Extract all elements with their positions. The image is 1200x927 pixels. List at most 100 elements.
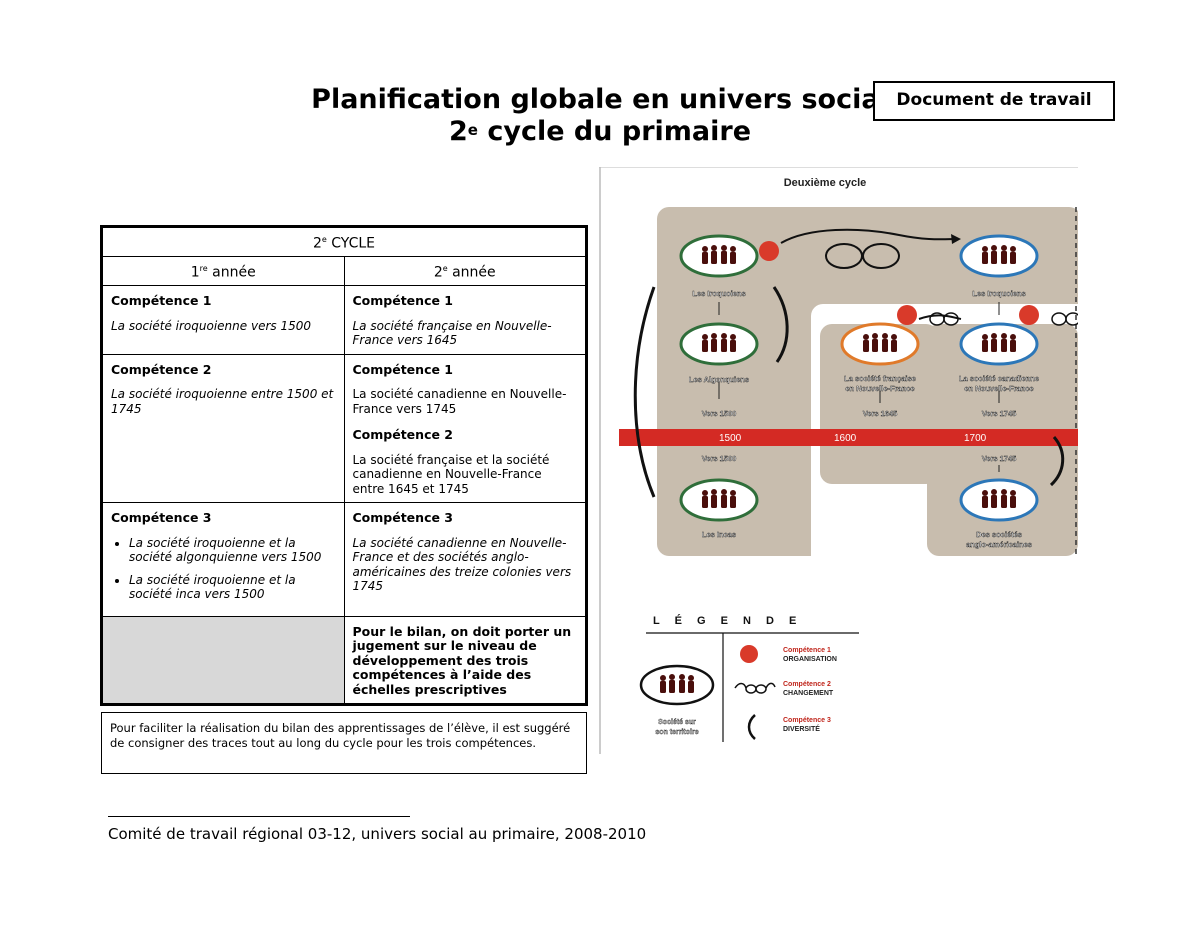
note-box: Pour faciliter la réalisation du bilan d… (101, 712, 587, 774)
title-line-1: Planification globale en univers social (311, 84, 889, 115)
table-row: Compétence 2 La société iroquoienne entr… (101, 353, 587, 504)
bullet-list: La société iroquoienne et la société alg… (111, 536, 336, 602)
year-1-header: 1re année (101, 256, 345, 287)
change-loop (1065, 312, 1078, 326)
label-vers-1745-a: Vers 1745 (982, 409, 1017, 418)
label-canadienne-1: La société canadienne (959, 374, 1039, 383)
label-anglo-2: anglo-américaines (966, 540, 1032, 549)
label-iroquoiens-2: Les Iroquoiens (972, 289, 1025, 298)
diversity-arrow (772, 286, 789, 363)
label-canadienne-2: en Nouvelle-France (964, 384, 1033, 393)
competence-label: Compétence 3 (111, 510, 212, 526)
year-1-sup: re (199, 264, 208, 274)
cycle-header: 2e CYCLE (101, 225, 587, 258)
label-iroquoiens-1: Les Iroquoiens (692, 289, 745, 298)
diversity-arrow (1049, 436, 1065, 487)
connectors (718, 302, 1000, 472)
legend-society-icon (639, 664, 715, 706)
title-line-2-num: 2 (448, 116, 468, 147)
title-line-2: 2e cycle du primaire (0, 116, 1200, 148)
society-incas (679, 478, 759, 522)
table-row: Pour le bilan, on doit porter un jugemen… (101, 615, 587, 706)
table-row: Compétence 3 La société iroquoienne et l… (101, 502, 587, 617)
competence-label: Compétence 1 (352, 361, 454, 377)
title-line-2-sup: e (467, 121, 478, 139)
timeline-1600: 1600 (834, 433, 857, 444)
legend-c3-a: Compétence 3 (783, 717, 831, 724)
figure-title: Deuxième cycle (784, 177, 867, 189)
label-algonquiens: Les Algonquiens (689, 375, 749, 384)
change-arrow (918, 314, 962, 320)
cycle-num: 2 (312, 235, 322, 252)
cell-r3-year1: Compétence 3 La société iroquoienne et l… (101, 502, 345, 617)
change-arrow-head (951, 234, 961, 244)
year-2-text: année (447, 264, 496, 281)
timeline-1500: 1500 (719, 433, 742, 444)
bilan-cell: Pour le bilan, on doit porter un jugemen… (343, 615, 587, 706)
legend-c2-b: CHANGEMENT (783, 690, 834, 697)
organisation-marker (759, 241, 1039, 325)
competence-text: La société iroquoienne entre 1500 et 174… (111, 387, 334, 416)
legend-society-label-1: Société sur (658, 719, 696, 726)
legend-change-icon (734, 682, 776, 694)
diversity-arrow (633, 286, 656, 498)
work-document-badge: Document de travail (873, 81, 1115, 121)
competence-text: La société iroquoienne vers 1500 (111, 318, 311, 333)
society-iroquoiens-1 (679, 234, 759, 278)
label-vers-1745-b: Vers 1745 (982, 454, 1017, 463)
competence-text: La société française en Nouvelle-France … (352, 318, 552, 348)
label-francaise-2: en Nouvelle-France (845, 384, 914, 393)
society-canadienne (959, 322, 1039, 366)
legend-title: L É G E N D E (653, 614, 802, 627)
year-2-header: 2e année (343, 256, 587, 287)
society-anglo-americaines (959, 478, 1039, 522)
list-item: La société iroquoienne et la société alg… (129, 536, 336, 565)
society-iroquoiens-2 (959, 234, 1039, 278)
competence-label: Compétence 1 (111, 293, 212, 309)
competence-label: Compétence 2 (352, 427, 454, 443)
panel-left (657, 207, 1078, 556)
label-vers-1500-a: Vers 1500 (702, 409, 737, 418)
legend-organisation-icon (740, 645, 758, 663)
timeline-1700: 1700 (964, 433, 987, 444)
competence-text: La société française et la société canad… (352, 452, 550, 496)
legend-c2-a: Compétence 2 (783, 681, 831, 688)
page-title: Planification globale en univers social … (0, 84, 1200, 148)
legend-c1-b: ORGANISATION (783, 656, 837, 663)
year-2-sup: e (442, 264, 448, 274)
year-1-num: 1 (190, 264, 200, 281)
label-anglo-1: Des sociétés (976, 530, 1022, 539)
cell-r1-year1: Compétence 1 La société iroquoienne vers… (101, 285, 345, 355)
change-loop (943, 312, 959, 326)
grey-cell (101, 615, 345, 706)
cell-r3-year2: Compétence 3 La société canadienne en No… (343, 502, 587, 617)
label-vers-1645: Vers 1645 (863, 409, 898, 418)
society-francaise (840, 322, 920, 366)
list-item: La société iroquoienne et la société inc… (129, 573, 336, 602)
cell-r2-year2: Compétence 1 La société canadienne en No… (343, 353, 587, 504)
label-vers-1500-b: Vers 1500 (702, 454, 737, 463)
cell-r2-year1: Compétence 2 La société iroquoienne entr… (101, 353, 345, 504)
table-row: Compétence 1 La société iroquoienne vers… (101, 285, 587, 355)
year-2-num: 2 (433, 264, 443, 281)
competence-label: Compétence 2 (111, 361, 212, 377)
competence-label: Compétence 1 (352, 293, 454, 309)
cycle-diagram: Deuxième cycle 1500 1600 1700 (599, 167, 1078, 754)
cycle-sup: e (321, 235, 327, 244)
legend: L É G E N D E Société sur son territoire… (639, 614, 859, 742)
title-line-2-text: cycle du primaire (477, 116, 752, 147)
legend-c3-b: DIVERSITÉ (783, 724, 820, 733)
change-loop (862, 243, 900, 269)
footnote-rule (108, 816, 410, 817)
year-row: 1re année 2e année (101, 256, 587, 287)
competence-text: La société canadienne en Nouvelle-France… (352, 535, 572, 594)
legend-c1-a: Compétence 1 (783, 647, 831, 654)
competence-text: La société canadienne en Nouvelle-France… (352, 387, 567, 416)
society-algonquiens (679, 322, 759, 366)
year-1-text: année (207, 264, 256, 281)
competence-label: Compétence 3 (352, 510, 454, 526)
label-francaise-1: La société française (844, 374, 916, 383)
cycle-row: 2e CYCLE (101, 225, 587, 258)
change-loop (1051, 312, 1067, 326)
footer-text: Comité de travail régional 03-12, univer… (108, 825, 647, 843)
